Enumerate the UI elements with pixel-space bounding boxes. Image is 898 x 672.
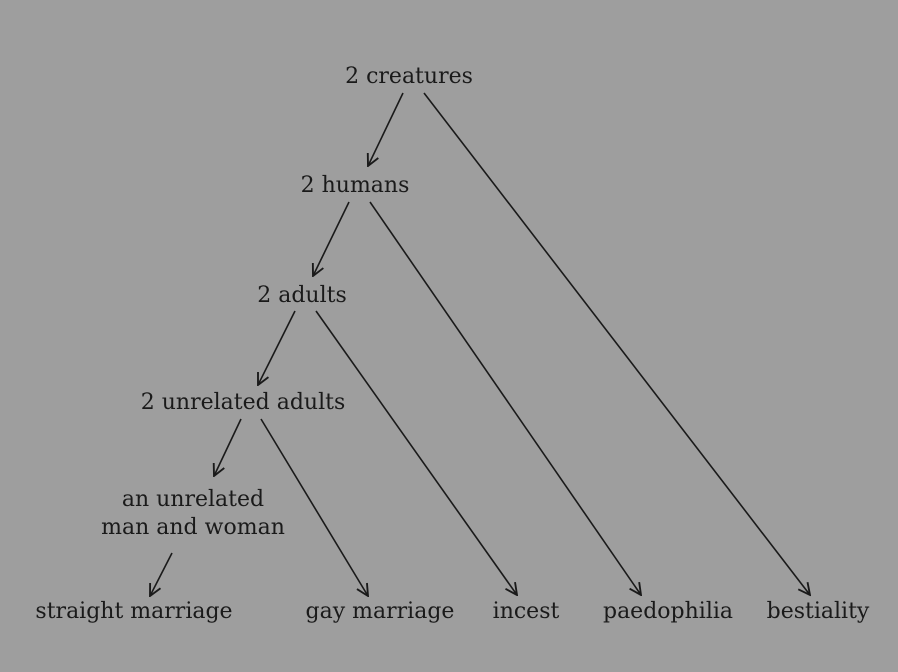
node-2-humans: 2 humans — [300, 173, 410, 198]
arrow-humans-to-paedophilia — [369, 201, 641, 595]
arrow-humans-to-adults — [313, 201, 350, 276]
node-unrelated-man-and-woman: an unrelated man and woman — [101, 486, 285, 542]
arrow-adults-to-incest — [315, 310, 517, 595]
leaf-gay-marriage: gay marriage — [305, 599, 455, 624]
leaf-incest: incest — [492, 599, 560, 624]
node-2-unrelated-adults: 2 unrelated adults — [140, 390, 346, 415]
node-unrelated-man-and-woman-line1: an unrelated — [121, 487, 265, 512]
arrow-unrelated-to-gay-marriage — [260, 418, 368, 596]
arrow-unrelated-to-man-and-woman — [214, 418, 242, 476]
arrow-creatures-to-bestiality — [423, 92, 810, 595]
node-unrelated-man-and-woman-line2: man and woman — [101, 515, 285, 540]
node-2-creatures: 2 creatures — [345, 64, 473, 89]
arrow-man-and-woman-to-straight-marriage — [150, 552, 173, 596]
leaf-bestiality: bestiality — [766, 599, 870, 624]
arrow-adults-to-unrelated-adults — [258, 310, 296, 385]
leaf-paedophilia: paedophilia — [602, 599, 734, 624]
leaf-straight-marriage: straight marriage — [35, 599, 233, 624]
arrow-creatures-to-humans — [368, 92, 404, 166]
node-2-adults: 2 adults — [257, 283, 347, 308]
